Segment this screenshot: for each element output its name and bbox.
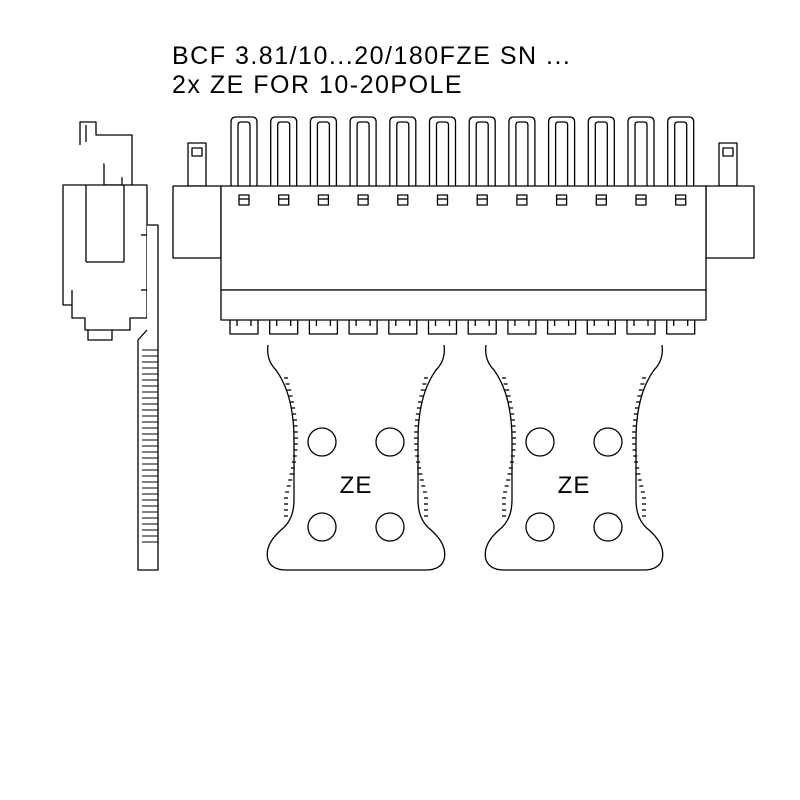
latch-window xyxy=(278,194,290,206)
pole-slot xyxy=(435,121,450,186)
pole-body xyxy=(428,116,457,186)
drawing-title-line-1: BCF 3.81/10...20/180FZE SN ... xyxy=(172,42,572,70)
ze-tab-hole xyxy=(307,512,337,542)
ze-tab-group: ZE ZE xyxy=(266,344,664,571)
latch-window xyxy=(436,194,449,206)
pole-body xyxy=(389,116,417,186)
pole-slot xyxy=(277,121,291,186)
bottom-tooth xyxy=(626,320,656,335)
ze-tab-label: ZE xyxy=(558,472,591,499)
pole-body xyxy=(309,116,338,186)
pole-slot xyxy=(237,121,251,186)
pole-body xyxy=(349,116,377,186)
pole-body xyxy=(667,116,695,186)
bottom-tooth xyxy=(427,320,458,335)
bottom-tooth xyxy=(666,320,696,335)
latch-window xyxy=(516,194,528,206)
ze-tab-hole xyxy=(593,512,623,542)
drawing-title-line-2: 2x ZE FOR 10-20POLE xyxy=(172,71,464,99)
bottom-tooth xyxy=(467,320,497,335)
side-view xyxy=(62,121,159,571)
pole-slot xyxy=(634,121,648,186)
latch-window xyxy=(238,194,250,206)
latch-window xyxy=(476,194,488,206)
pole-slot xyxy=(594,121,608,186)
pole-body xyxy=(270,116,298,186)
bottom-tooth xyxy=(229,320,259,335)
latch-window xyxy=(357,194,369,206)
pole-slot xyxy=(515,121,529,186)
pole-body xyxy=(468,116,496,186)
latch-window xyxy=(675,194,687,206)
bottom-tooth xyxy=(586,320,616,335)
latch-window xyxy=(595,194,607,206)
bottom-teeth-row xyxy=(229,320,696,335)
pole-row xyxy=(230,116,695,186)
ze-tab-hole xyxy=(307,427,337,457)
latch-window xyxy=(635,194,647,206)
bottom-tooth xyxy=(546,320,577,335)
pole-body xyxy=(627,116,655,186)
bottom-tooth xyxy=(507,320,537,335)
bottom-tooth xyxy=(388,320,418,335)
ze-tab-hole xyxy=(375,427,405,457)
ze-tab-outline xyxy=(266,344,446,571)
pole-slot xyxy=(396,121,410,186)
pole-body xyxy=(230,116,258,186)
ze-tab-outline xyxy=(484,344,664,571)
bottom-tooth xyxy=(269,320,299,335)
pole-slot xyxy=(316,121,331,186)
pole-body xyxy=(587,116,615,186)
ze-tab-hole xyxy=(593,427,623,457)
ze-tab-hole xyxy=(525,512,555,542)
connector-front-view xyxy=(172,116,755,335)
latch-window-row xyxy=(238,194,687,206)
bottom-tooth xyxy=(308,320,339,335)
ze-tab-label: ZE xyxy=(340,472,373,499)
latch-window xyxy=(397,194,409,206)
side-ribs xyxy=(142,349,158,543)
ze-tab: ZE xyxy=(484,344,664,571)
pole-slot xyxy=(475,121,489,186)
pole-slot xyxy=(674,121,688,186)
pole-slot xyxy=(554,121,569,186)
pole-body xyxy=(547,116,576,186)
ze-tab-hole xyxy=(525,427,555,457)
latch-window xyxy=(555,194,568,206)
ze-tab: ZE xyxy=(266,344,446,571)
bottom-tooth xyxy=(348,320,378,335)
pole-slot xyxy=(356,121,370,186)
pole-body xyxy=(508,116,536,186)
latch-window xyxy=(317,194,330,206)
ze-tab-hole xyxy=(375,512,405,542)
